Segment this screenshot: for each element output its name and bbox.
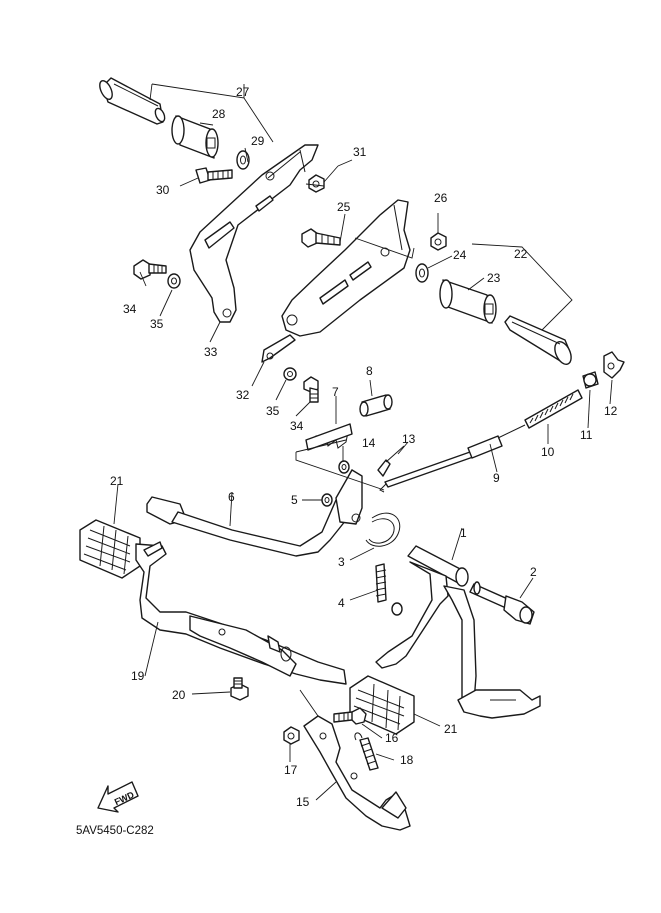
callout-33: 33 — [204, 345, 218, 359]
nut-part — [283, 726, 300, 745]
callout-17: 17 — [284, 763, 298, 777]
washer-part — [338, 460, 350, 474]
callout-labels: 1 2 3 4 5 6 7 8 9 10 11 12 13 14 15 16 1… — [110, 85, 618, 809]
bolt-part — [333, 707, 367, 725]
footrest-pin-part — [99, 77, 166, 125]
callout-26: 26 — [434, 191, 448, 205]
callout-10: 10 — [541, 445, 555, 459]
callout-6: 6 — [228, 490, 235, 504]
bolt-part — [195, 167, 233, 184]
spring-part — [305, 423, 353, 451]
callout-35-right: 35 — [266, 404, 280, 418]
footrest-pin-part — [504, 315, 572, 365]
bolt-part — [303, 376, 319, 403]
callout-35-left: 35 — [150, 317, 164, 331]
stand-spring-part — [375, 563, 403, 616]
footrest-bar-part — [135, 541, 347, 685]
fwd-arrow-icon: FWD — [97, 781, 139, 813]
footrest-rubber-part — [439, 279, 497, 324]
callout-20: 20 — [172, 688, 186, 702]
bolt-part — [133, 259, 167, 280]
callout-16: 16 — [385, 731, 399, 745]
callout-24: 24 — [453, 248, 467, 262]
diagram-code: 5AV5450-C282 — [76, 825, 154, 837]
adjusting-nut-part — [603, 351, 625, 379]
callout-30: 30 — [156, 183, 170, 197]
callout-34-right: 34 — [290, 419, 304, 433]
callout-21-left: 21 — [110, 474, 124, 488]
left-rear-footrest-assembly — [99, 77, 325, 323]
callout-27: 27 — [236, 85, 250, 99]
joint-part — [582, 371, 599, 389]
washer-part — [415, 263, 429, 283]
right-footrest-bracket-part — [261, 199, 411, 363]
stand-shaft-part — [469, 581, 535, 625]
bolt-part — [230, 677, 249, 701]
callout-4: 4 — [338, 596, 345, 610]
callout-18: 18 — [400, 753, 414, 767]
callout-5: 5 — [291, 493, 298, 507]
sidestand-part — [303, 715, 411, 831]
washer-part — [321, 493, 333, 507]
callout-28: 28 — [212, 107, 226, 121]
callout-14: 14 — [362, 436, 376, 450]
callout-9: 9 — [493, 471, 500, 485]
callout-34-left: 34 — [123, 302, 137, 316]
spring-part — [497, 389, 583, 439]
callout-12: 12 — [604, 404, 618, 418]
washer-part — [283, 367, 297, 381]
collar-part — [359, 394, 393, 417]
brake-rod-part — [379, 435, 503, 493]
nut-part — [308, 174, 325, 193]
callout-32: 32 — [236, 388, 250, 402]
sidestand-spring-part — [354, 732, 379, 771]
callout-1: 1 — [460, 526, 467, 540]
callout-31: 31 — [353, 145, 367, 159]
right-footrest-assembly — [261, 199, 572, 403]
washer-part — [236, 150, 250, 170]
center-stand-assembly — [375, 545, 541, 719]
callout-23: 23 — [487, 271, 501, 285]
callout-22: 22 — [514, 247, 528, 261]
callout-8: 8 — [366, 364, 373, 378]
footrest-bar-assembly — [79, 519, 415, 831]
left-footrest-bracket-part — [189, 144, 319, 323]
leader-lines — [113, 83, 613, 801]
bolt-part — [301, 228, 341, 248]
footrest-rubber-part — [171, 115, 219, 159]
callout-13: 13 — [402, 432, 416, 446]
main-stand-part — [375, 545, 541, 719]
callout-7: 7 — [332, 385, 339, 399]
nut-part — [430, 232, 447, 251]
callout-25: 25 — [337, 200, 351, 214]
callout-15: 15 — [296, 795, 310, 809]
brake-pedal-part — [146, 469, 363, 557]
callout-3: 3 — [338, 555, 345, 569]
callout-21-right: 21 — [444, 722, 458, 736]
cotter-pin-part — [377, 445, 405, 477]
washer-part — [167, 273, 181, 289]
callout-2: 2 — [530, 565, 537, 579]
brake-pedal-assembly — [146, 351, 625, 557]
callout-29: 29 — [251, 134, 265, 148]
circlip-part — [365, 512, 401, 547]
callout-11: 11 — [580, 428, 593, 442]
footrest-rubber-part — [79, 519, 141, 579]
footrest-rubber-part — [349, 675, 415, 735]
callout-19: 19 — [131, 669, 145, 683]
